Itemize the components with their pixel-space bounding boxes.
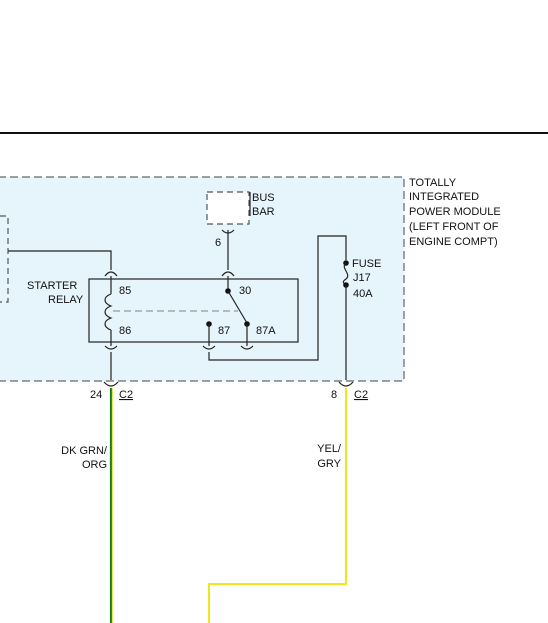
- relay-pin-85: 85: [119, 285, 131, 297]
- wire-label: ORG: [82, 459, 107, 471]
- bus-bar-label: BAR: [252, 206, 275, 218]
- power-module-label: TOTALLY INTEGRATED POWER MODULE (LEFT FR…: [409, 177, 501, 248]
- bus-bar-label: BUS: [252, 192, 275, 204]
- relay-pin-86: 86: [119, 325, 131, 337]
- relay-coil: [104, 293, 113, 331]
- relay-pin-87: 87: [218, 325, 230, 337]
- wire-yel-gry: [208, 388, 347, 623]
- connector-name-c2: C2: [354, 389, 368, 401]
- connector-pin-8: 8: [331, 389, 337, 401]
- relay-pin-30: 30: [239, 285, 251, 297]
- wire-left-to-85: [8, 250, 112, 270]
- bus-bar-box: [206, 191, 250, 225]
- power-module-label-line: TOTALLY: [409, 177, 457, 189]
- fuse-label: 40A: [353, 288, 373, 300]
- wire-label: GRY: [317, 458, 341, 470]
- starter-relay-label: RELAY: [48, 294, 84, 306]
- left-partial-component: [0, 215, 9, 303]
- wire-label: DK GRN/: [61, 445, 108, 457]
- power-module-label-line: ENGINE COMPT): [409, 236, 498, 248]
- relay-switch-arm: [227, 290, 248, 324]
- connector-name-c2: C2: [119, 389, 133, 401]
- power-module-label-line: INTEGRATED: [409, 191, 479, 203]
- fuse-label: J17: [353, 272, 371, 284]
- wire-label: YEL/: [317, 443, 342, 455]
- connector-c2-pin8-symbol: [338, 381, 354, 387]
- relay-pin-87a: 87A: [256, 325, 276, 337]
- wire-87-to-fuse: [208, 235, 347, 361]
- fuse-label: FUSE: [352, 258, 381, 270]
- starter-relay-box: [88, 278, 299, 343]
- connector-pin-24: 24: [90, 389, 102, 401]
- power-module-label-line: POWER MODULE: [409, 206, 501, 218]
- starter-relay-label: STARTER: [27, 280, 77, 292]
- connector-c2-pin24-symbol: [103, 381, 119, 387]
- power-module-label-line: (LEFT FRONT OF: [409, 221, 499, 233]
- bus-bar-pin-label: 6: [215, 237, 221, 249]
